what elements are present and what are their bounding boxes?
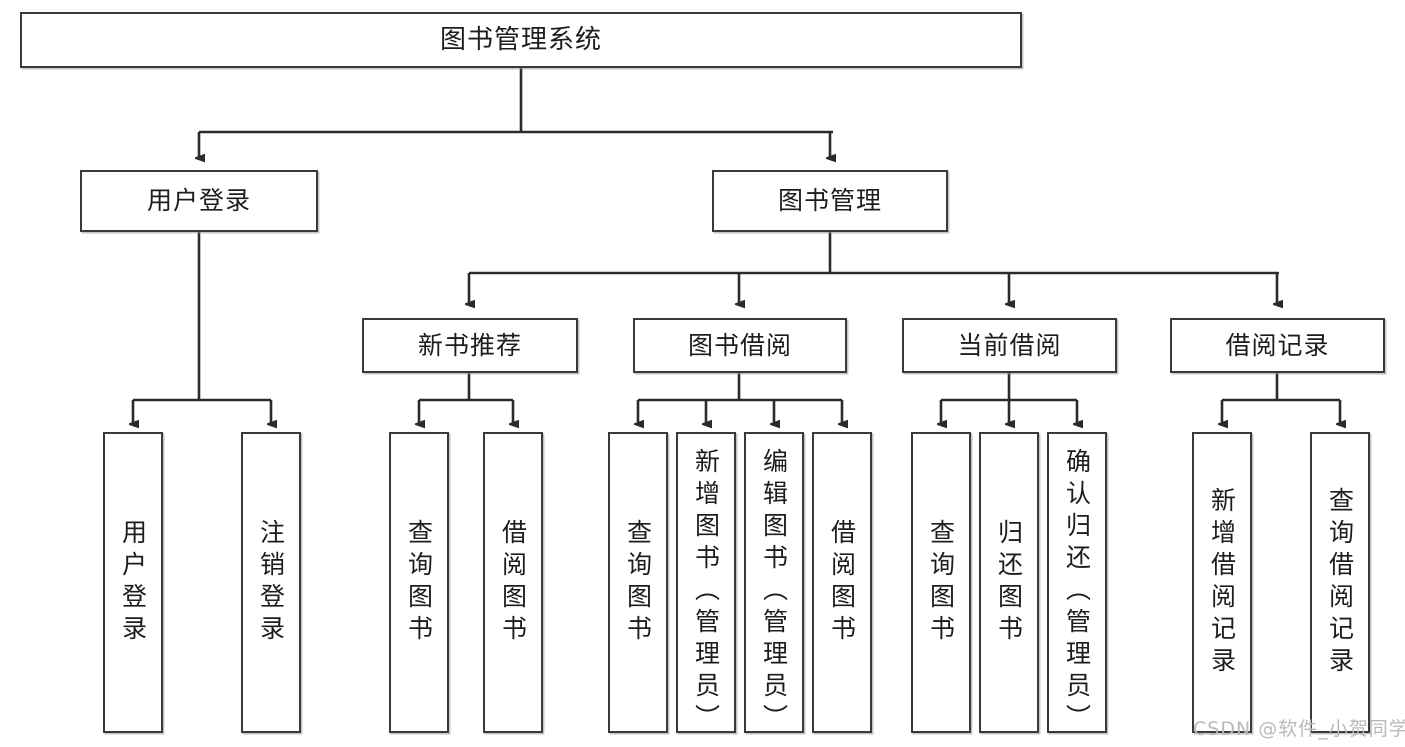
leaf-label: 查询图书 xyxy=(404,518,434,647)
leaf-label: 新增借阅记录 xyxy=(1207,486,1237,679)
leaf-current-borrow-confirm-return[interactable]: 确认归还（管理员） xyxy=(1047,432,1107,736)
leaf-book-borrow-add-book[interactable]: 新增图书（管理员） xyxy=(676,432,736,736)
leaf-label: 确认归还（管理员） xyxy=(1062,448,1092,736)
leaf-book-borrow-edit-book[interactable]: 编辑图书（管理员） xyxy=(744,432,804,736)
csdn-watermark: CSDN @软件_小贺同学 xyxy=(1193,718,1405,740)
node-current-borrow[interactable]: 当前借阅 xyxy=(902,318,1117,373)
node-user-login[interactable]: 用户登录 xyxy=(80,170,318,232)
node-book-borrow[interactable]: 图书借阅 xyxy=(633,318,847,373)
leaf-book-borrow-borrow-book[interactable]: 借阅图书 xyxy=(812,432,872,733)
leaf-label: 借阅图书 xyxy=(827,518,857,647)
leaf-label: 新增图书（管理员） xyxy=(691,448,721,736)
leaf-borrow-records-add-record[interactable]: 新增借阅记录 xyxy=(1192,432,1252,733)
leaf-label: 查询图书 xyxy=(926,518,956,647)
leaf-label: 归还图书 xyxy=(994,518,1024,647)
node-root-system[interactable]: 图书管理系统 xyxy=(20,12,1022,68)
leaf-new-book-query-book[interactable]: 查询图书 xyxy=(389,432,449,733)
leaf-label: 编辑图书（管理员） xyxy=(759,448,789,736)
node-borrow-records[interactable]: 借阅记录 xyxy=(1170,318,1385,373)
leaf-label: 用户登录 xyxy=(118,518,148,647)
leaf-label: 查询图书 xyxy=(623,518,653,647)
node-new-book-recommend[interactable]: 新书推荐 xyxy=(362,318,578,373)
leaf-borrow-records-query-record[interactable]: 查询借阅记录 xyxy=(1310,432,1370,733)
leaf-label: 借阅图书 xyxy=(498,518,528,647)
leaf-user-login-logout[interactable]: 注销登录 xyxy=(241,432,301,733)
leaf-user-login-login[interactable]: 用户登录 xyxy=(103,432,163,733)
leaf-label: 注销登录 xyxy=(256,518,286,647)
leaf-current-borrow-query-book[interactable]: 查询图书 xyxy=(911,432,971,733)
leaf-new-book-borrow-book[interactable]: 借阅图书 xyxy=(483,432,543,733)
leaf-book-borrow-query-book[interactable]: 查询图书 xyxy=(608,432,668,733)
leaf-label: 查询借阅记录 xyxy=(1325,486,1355,679)
node-book-management[interactable]: 图书管理 xyxy=(712,170,948,232)
leaf-current-borrow-return-book[interactable]: 归还图书 xyxy=(979,432,1039,733)
